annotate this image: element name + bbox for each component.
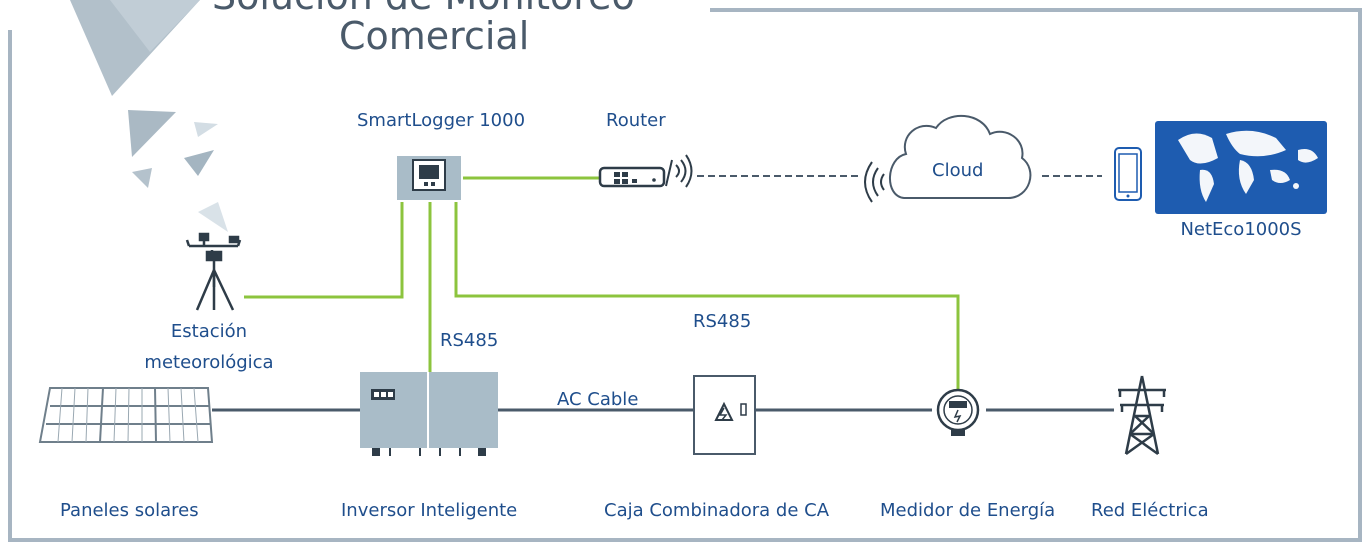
rs485-inverter-label: RS485 (440, 330, 499, 351)
inverter-label: Inversor Inteligente (341, 500, 518, 521)
energy-meter (936, 388, 980, 436)
router-label: Router (606, 110, 666, 131)
comm-lines (244, 176, 960, 392)
weather-station-label-line1: Estación (170, 321, 248, 342)
solar-panels-label: Paneles solares (60, 500, 199, 521)
neteco-map-screen (1155, 121, 1327, 214)
grid-label: Red Eléctrica (1091, 500, 1209, 521)
weather-station (185, 232, 242, 311)
rs485-meter-label: RS485 (693, 311, 752, 332)
logger-weather-link (244, 200, 404, 299)
frame-border (8, 8, 1362, 542)
smartlogger-label: SmartLogger 1000 (357, 110, 526, 131)
cloud-label: Cloud (932, 160, 984, 181)
ac-cable-label: AC Cable (557, 389, 639, 410)
combiner-label: Caja Combinadora de CA (604, 500, 830, 521)
logger-meter-link (454, 200, 960, 392)
grid-tower (1118, 375, 1166, 456)
inverter-device (360, 372, 498, 456)
combiner-box (693, 375, 756, 455)
weather-station-label-line2: meteorológica (144, 352, 274, 373)
cloud-shape (864, 114, 1032, 203)
phone-icon (1114, 147, 1142, 201)
solar-panels (38, 387, 214, 443)
page-title: Comercial (339, 14, 530, 58)
meter-label: Medidor de Energía (880, 500, 1056, 521)
router-device (598, 154, 693, 188)
decorative-triangles (70, 0, 228, 232)
smartlogger-device (395, 154, 463, 202)
neteco-label: NetEco1000S (1180, 219, 1302, 240)
title-line-partial: Solución de Monitoreo (212, 0, 635, 18)
